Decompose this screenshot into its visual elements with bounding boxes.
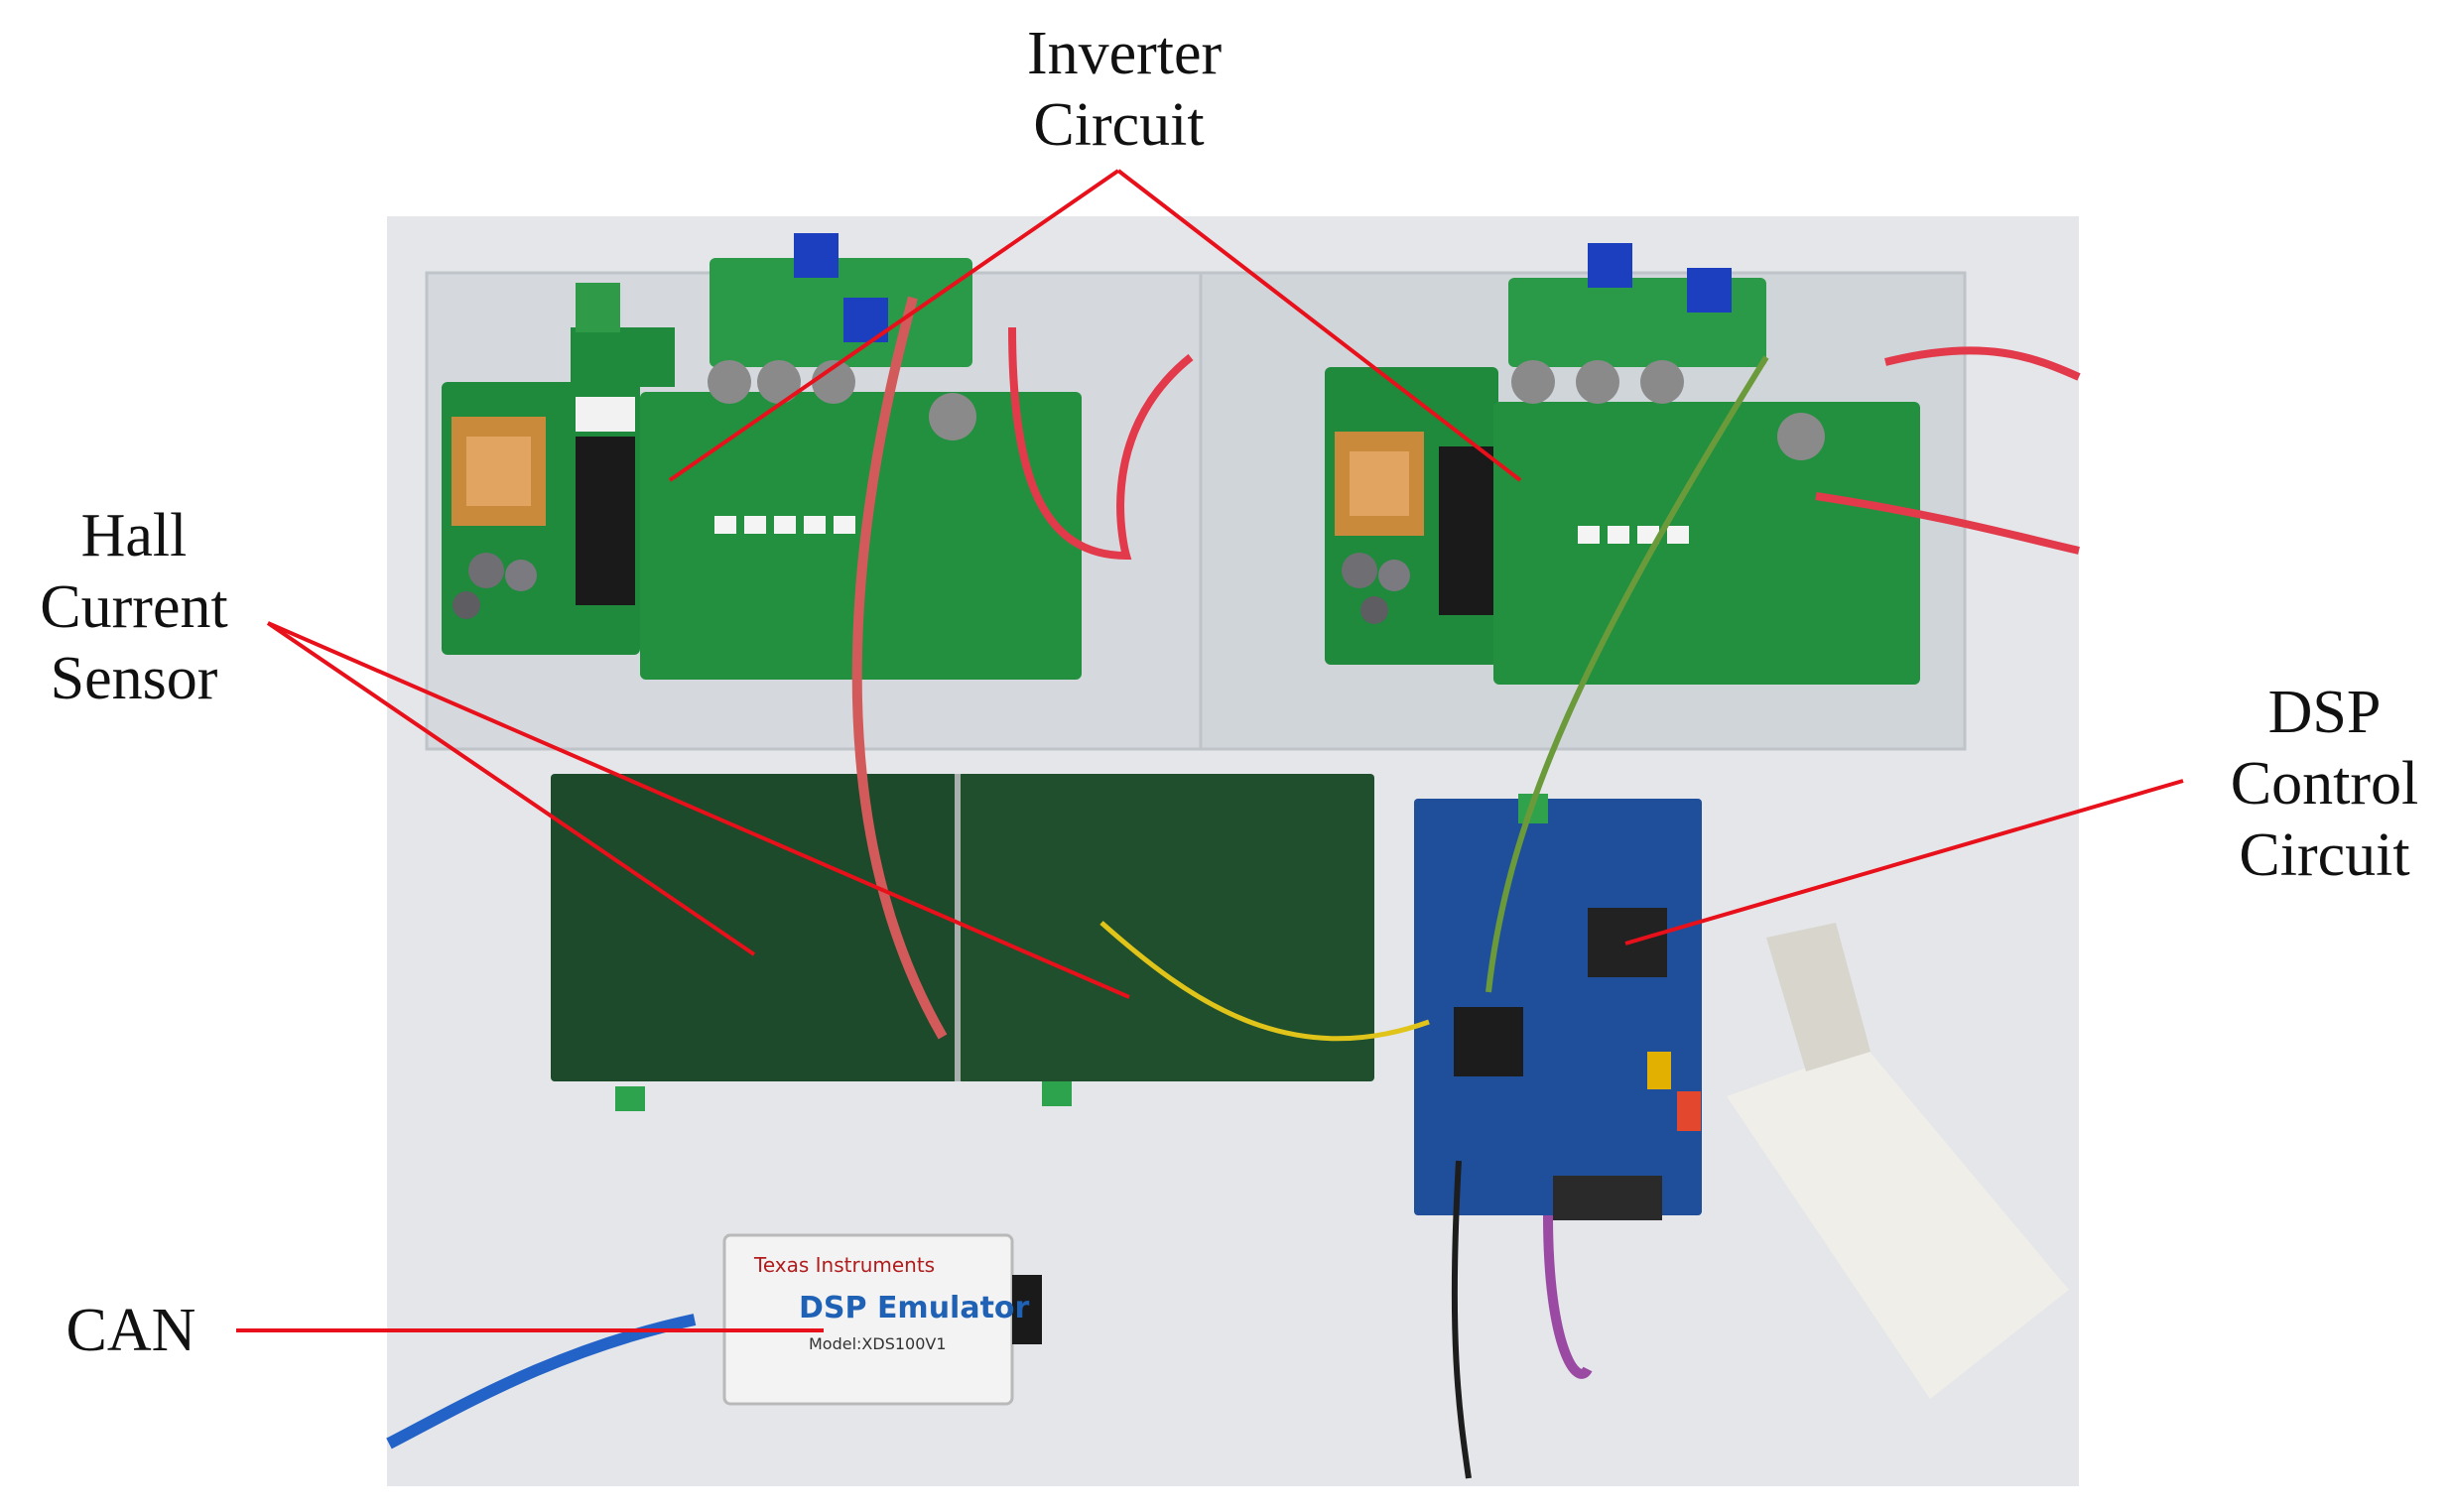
can-label: CAN bbox=[65, 1297, 196, 1364]
label-line: Control bbox=[2230, 750, 2419, 818]
hall-pointer-right bbox=[267, 621, 1130, 999]
label-line: Circuit bbox=[1033, 91, 1205, 159]
hall-sensor-boards bbox=[551, 774, 1374, 1111]
label-line: Current bbox=[40, 573, 228, 641]
label-line: Sensor bbox=[50, 645, 218, 712]
dsp-control-board bbox=[1414, 794, 1702, 1220]
inverter-pointer-left bbox=[668, 169, 1120, 482]
hall-current-sensor-label: Hall Current Sensor bbox=[25, 500, 243, 714]
emulator-model: Model:XDS100V1 bbox=[809, 1334, 947, 1353]
label-line: DSP bbox=[2267, 679, 2382, 746]
annotation-lines bbox=[236, 169, 2184, 1332]
emulator-title: DSP Emulator bbox=[799, 1291, 1030, 1325]
cables bbox=[386, 296, 2081, 1479]
inverter-board-right bbox=[1325, 243, 1920, 685]
label-line: Inverter bbox=[1027, 20, 1223, 87]
dsp-emulator: Texas Instruments DSP Emulator Model:XDS… bbox=[722, 1233, 1042, 1406]
inverter-circuit-label: Inverter Circuit bbox=[1027, 18, 1223, 161]
hall-pointer-left bbox=[266, 621, 756, 956]
inverter-pointer-right bbox=[1116, 169, 1522, 482]
serial-adapter bbox=[1727, 923, 2069, 1399]
dsp-control-circuit-label: DSP Control Circuit bbox=[2218, 677, 2431, 891]
dsp-pointer bbox=[1624, 779, 2184, 945]
label-line: Circuit bbox=[2239, 821, 2410, 889]
label-line: Hall bbox=[80, 502, 188, 569]
emulator-brand: Texas Instruments bbox=[753, 1253, 935, 1277]
